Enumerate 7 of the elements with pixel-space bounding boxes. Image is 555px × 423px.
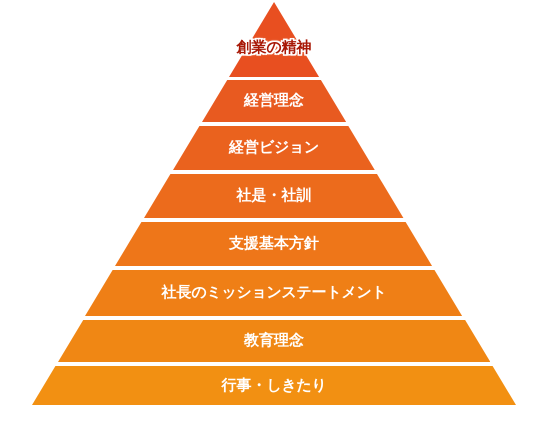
level-label: 経営理念 — [242, 93, 305, 108]
level-label: 社是・社訓 — [235, 188, 312, 203]
level-label: 社長のミッションステートメント — [160, 285, 388, 300]
level-label: 教育理念 — [242, 333, 305, 348]
level-label: 支援基本方針 — [228, 236, 320, 251]
level-label: 行事・しきたり — [220, 378, 328, 392]
level-label: 経営ビジョン — [228, 140, 320, 155]
